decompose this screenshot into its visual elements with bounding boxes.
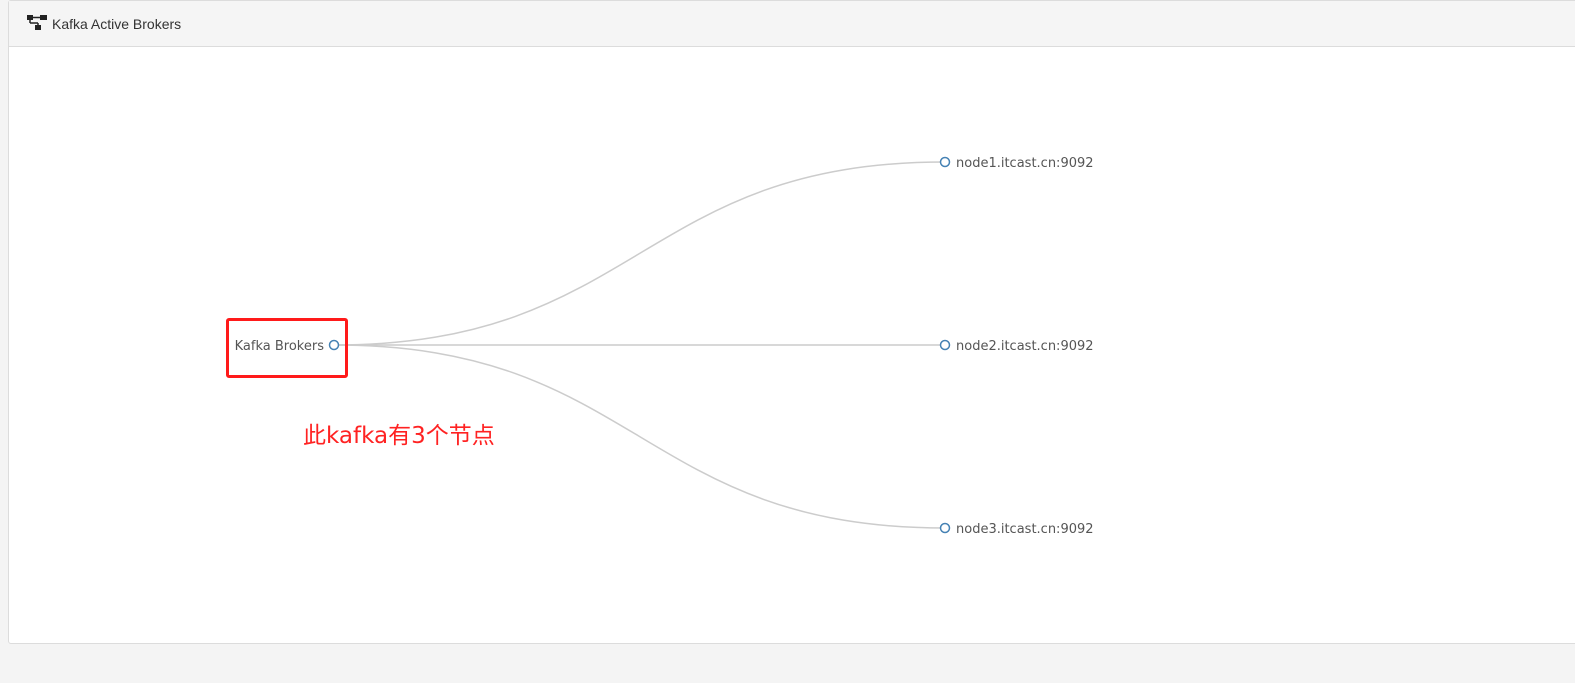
broker-tree-chart: Kafka Brokers node1.itcast.cn:9092 node2.i…: [235, 156, 1094, 537]
broker-node-1-circle[interactable]: [939, 156, 951, 168]
broker-node-3-circle[interactable]: [939, 522, 951, 534]
panel-title: Kafka Active Brokers: [52, 16, 182, 32]
tree-link-3: [333, 344, 946, 529]
tree-link-1: [333, 161, 946, 346]
broker-node-2-circle[interactable]: [939, 339, 951, 351]
root-node-kafka-brokers-circle[interactable]: [328, 339, 340, 351]
panel-header: Kafka Active Brokers: [9, 1, 1575, 47]
annotation-text: 此kafka有3个节点: [303, 423, 495, 449]
broker-node-3-label: node3.itcast.cn:9092: [956, 522, 1094, 537]
broker-node-3[interactable]: node3.itcast.cn:9092: [939, 522, 1094, 537]
broker-node-1[interactable]: node1.itcast.cn:9092: [939, 156, 1094, 171]
broker-node-1-label: node1.itcast.cn:9092: [956, 156, 1094, 171]
broker-node-2-label: node2.itcast.cn:9092: [956, 339, 1094, 354]
sitemap-icon: [27, 15, 47, 30]
annotation-highlight-box: [226, 318, 348, 378]
kafka-brokers-panel: Kafka Active Brokers Kafka Brokers node1.…: [8, 0, 1575, 644]
broker-tree-area: Kafka Brokers node1.itcast.cn:9092 node2.i…: [9, 47, 1575, 643]
tree-links: [333, 161, 946, 529]
broker-node-2[interactable]: node2.itcast.cn:9092: [939, 339, 1094, 354]
root-node-kafka-brokers-label: Kafka Brokers: [235, 339, 325, 354]
root-node-kafka-brokers[interactable]: Kafka Brokers: [235, 339, 340, 354]
tree-nodes: Kafka Brokers node1.itcast.cn:9092 node2.i…: [235, 156, 1094, 537]
